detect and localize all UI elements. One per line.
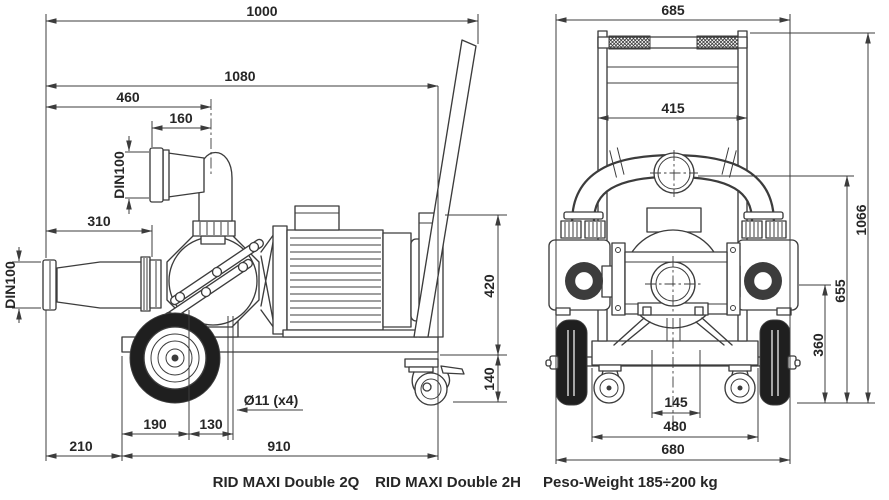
- dim-base-height: 140: [481, 367, 497, 391]
- motor-cowl-front: [646, 207, 702, 233]
- dim-inlet-length: 310: [87, 213, 111, 229]
- dim-frame-height: 420: [481, 274, 497, 298]
- center-port: [645, 256, 701, 428]
- outlet-flange: [149, 147, 164, 203]
- front-view: 685 415 1066 655 360 145 480 680: [545, 2, 875, 464]
- delivery-elbow: [149, 147, 236, 245]
- dim-manifold-height: 655: [832, 279, 848, 303]
- footer-labels: RID MAXI Double 2Q RID MAXI Double 2H Pe…: [213, 474, 718, 491]
- support-struts: [613, 317, 733, 346]
- dim-base-length: 910: [267, 438, 291, 454]
- model-name-2q: RID MAXI Double 2Q: [213, 474, 360, 491]
- handle-grip-left: [608, 35, 651, 50]
- dim-overall-width-top: 1000: [246, 3, 277, 19]
- side-view: 1000 1080 460 160 310 DIN100 DIN100: [2, 3, 507, 461]
- top-port: [650, 150, 698, 197]
- dim-track-width: 680: [661, 441, 685, 457]
- front-base-plate: [591, 340, 759, 366]
- dim-front-overhang: 210: [69, 438, 93, 454]
- note-hole-diameter: Ø11 (x4): [244, 392, 298, 408]
- pump-casing-side: [159, 234, 264, 328]
- dim-port-height: 360: [810, 333, 826, 357]
- dim-overall-width: 685: [661, 2, 685, 18]
- front-caster-left: [593, 364, 625, 404]
- front-view-dimensions: 685 415 1066 655 360 145 480 680: [555, 2, 875, 464]
- dim-outlet-elbow-offset: 160: [169, 110, 193, 126]
- dim-strut-spacing: 145: [664, 394, 688, 410]
- dim-total-height: 1066: [853, 204, 869, 235]
- side-front-wheel: [129, 312, 221, 404]
- front-wheel-right: [759, 319, 801, 406]
- electric-motor: [260, 205, 428, 338]
- front-wheel-left: [545, 319, 588, 406]
- dim-wheel-offset: 190: [143, 416, 167, 432]
- suction-pipe: [42, 256, 162, 312]
- dim-base-width: 480: [663, 418, 687, 434]
- side-caster: [404, 358, 465, 406]
- model-name-2h: RID MAXI Double 2H: [375, 474, 521, 491]
- label-inlet-flange-din100: DIN100: [2, 261, 18, 309]
- handle-bar-side: [413, 39, 477, 338]
- dim-hole-offset: 130: [199, 416, 223, 432]
- weight-note: Peso-Weight 185÷200 kg: [543, 474, 718, 491]
- side-view-dimensions: 1000 1080 460 160 310 DIN100 DIN100: [2, 3, 507, 461]
- front-caster-right: [724, 364, 756, 404]
- dim-frame-width: 415: [661, 100, 685, 116]
- label-outlet-flange-din100: DIN100: [111, 151, 127, 199]
- dim-overall-length: 1080: [224, 68, 255, 84]
- handle-grip-right: [696, 35, 739, 50]
- motor-junction-box: [294, 205, 340, 231]
- dim-outlet-offset: 460: [116, 89, 140, 105]
